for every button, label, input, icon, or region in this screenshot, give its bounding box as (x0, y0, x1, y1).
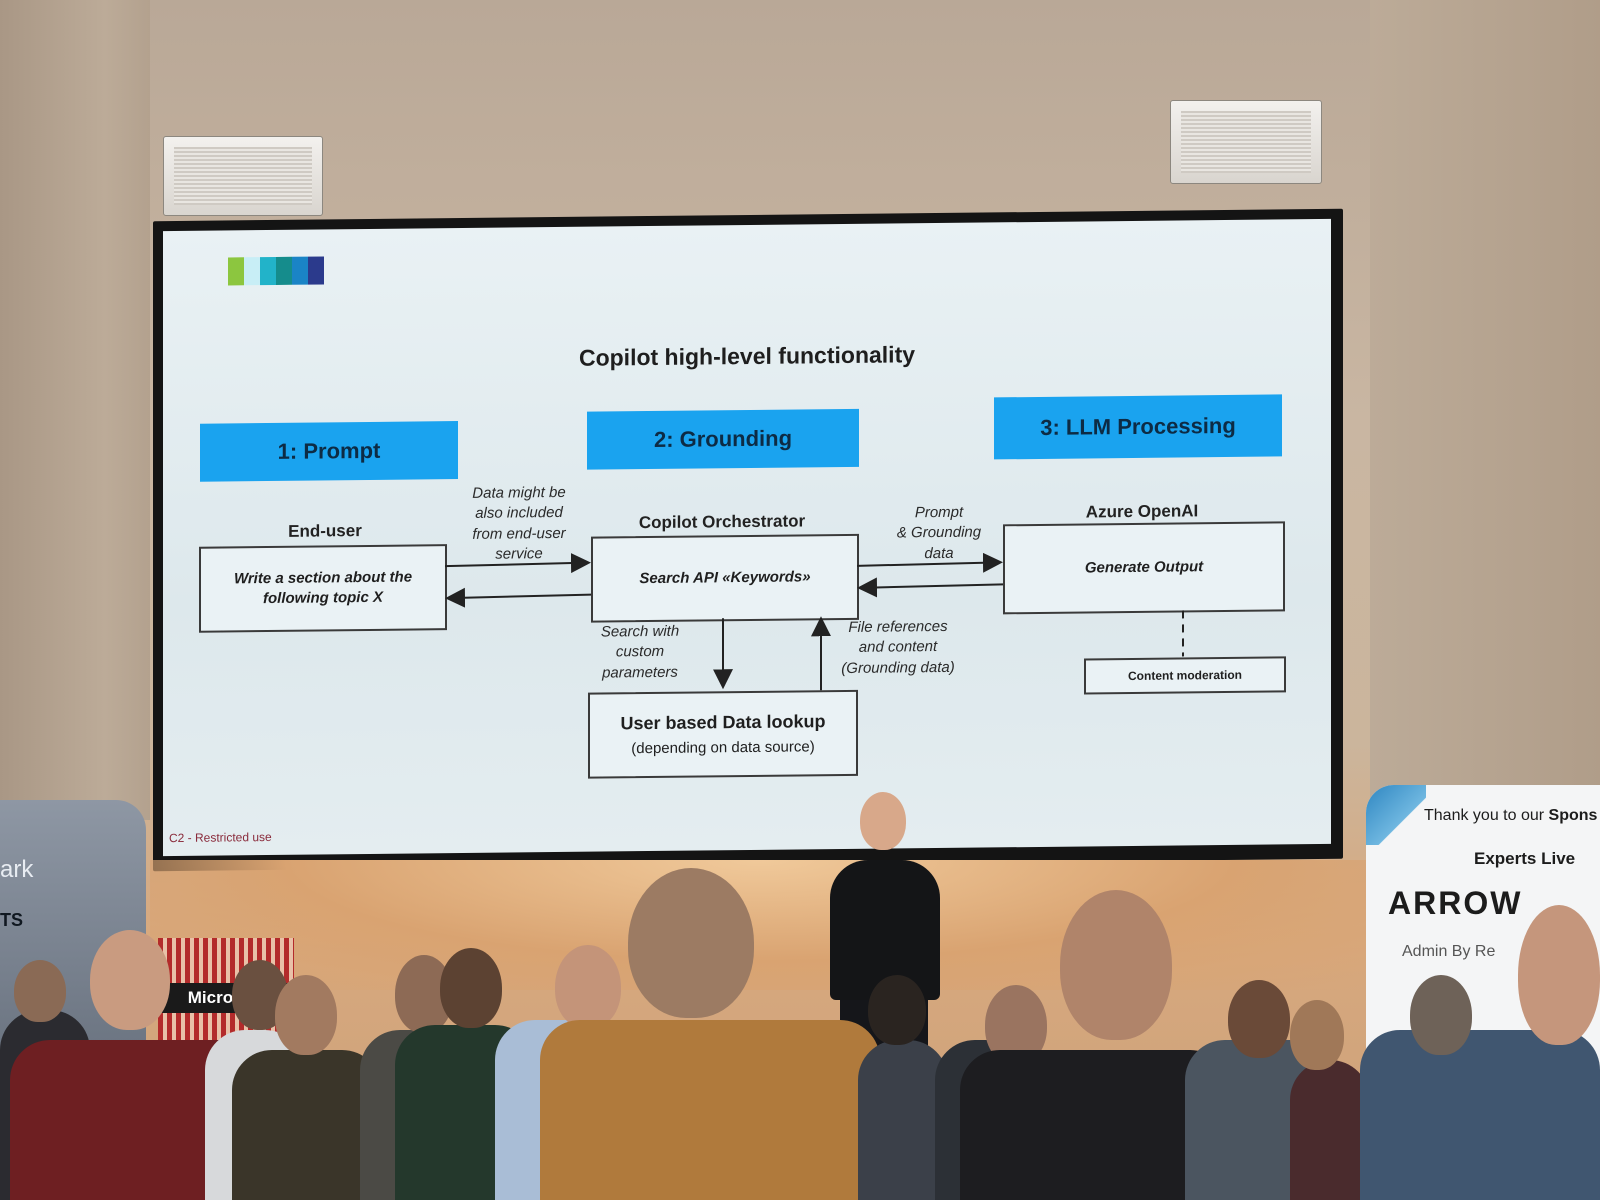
banner-swoosh (1366, 785, 1426, 845)
audience-head (1060, 890, 1172, 1040)
audience-member (1290, 1060, 1370, 1200)
audience-head (1228, 980, 1290, 1058)
audience-head (440, 948, 502, 1028)
arrow-orchestrator-to-enduser (445, 587, 592, 608)
right-speaker (1170, 100, 1322, 184)
sponsor-arrow: ARROW (1388, 885, 1523, 921)
sponsor-thanks-text: Thank you to our Spons (1424, 807, 1598, 824)
audience-member (540, 1020, 880, 1200)
arrow-azure-to-orchestrator (857, 577, 1004, 598)
audience-head (628, 868, 754, 1018)
audience-head (555, 945, 621, 1029)
left-speaker (163, 136, 323, 216)
arrow-orchestrator-to-azure (856, 552, 1003, 573)
slide: Copilot high-level functionality 1: Prom… (163, 218, 1331, 857)
arrow-enduser-to-orchestrator (444, 553, 591, 574)
audience-member (858, 1040, 948, 1200)
left-pillar (0, 0, 150, 820)
audience-member (232, 1050, 382, 1200)
slide-footer: C2 - Restricted use (169, 829, 272, 846)
audience-head (1410, 975, 1472, 1055)
projection-screen: Copilot high-level functionality 1: Prom… (153, 208, 1343, 872)
audience-head (275, 975, 337, 1055)
sponsor-admin-by: Admin By Re (1402, 943, 1496, 960)
stage-glow (150, 860, 1370, 990)
presenter-head (860, 792, 906, 850)
left-banner-text-2: TS (0, 910, 24, 930)
sponsor-experts-live: Experts Live (1474, 849, 1576, 868)
audience-head (1518, 905, 1600, 1045)
audience-head (90, 930, 170, 1030)
audience-head (868, 975, 926, 1045)
audience-member (1360, 1030, 1600, 1200)
left-banner-text-1: ark (0, 856, 34, 883)
audience-head (14, 960, 66, 1022)
diagram-arrows (444, 552, 1184, 691)
audience-head (1290, 1000, 1344, 1070)
right-pillar (1370, 0, 1600, 820)
